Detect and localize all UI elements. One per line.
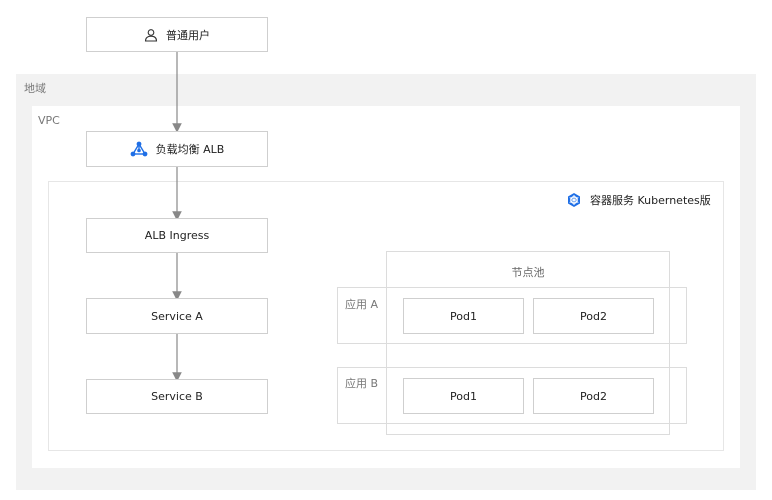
service-b-box[interactable]: Service B (86, 379, 268, 414)
user-icon (144, 28, 158, 42)
service-a-box[interactable]: Service A (86, 298, 268, 334)
user-box[interactable]: 普通用户 (86, 17, 268, 52)
app-b-label: 应用 B (345, 377, 379, 390)
alb-ingress-label: ALB Ingress (144, 229, 210, 242)
app-a-label: 应用 A (345, 298, 379, 311)
load-balancer-icon (130, 141, 148, 157)
app-a-container (337, 287, 687, 344)
alb-label: 负载均衡 ALB (155, 143, 225, 156)
app-b-container (337, 367, 687, 424)
user-label: 普通用户 (166, 28, 210, 42)
cluster-label-text: 容器服务 Kubernetes版 (590, 194, 711, 207)
service-a-label: Service A (151, 309, 203, 323)
kubernetes-icon (566, 192, 582, 208)
app-b-pod2[interactable]: Pod2 (533, 378, 654, 414)
alb-ingress-box[interactable]: ALB Ingress (86, 218, 268, 253)
app-b-pod1[interactable]: Pod1 (403, 378, 524, 414)
vpc-label: VPC (38, 114, 60, 127)
app-a-pod1[interactable]: Pod1 (403, 298, 524, 334)
alb-box[interactable]: 负载均衡 ALB (86, 131, 268, 167)
cluster-label: 容器服务 Kubernetes版 (566, 190, 711, 210)
app-a-pod2[interactable]: Pod2 (533, 298, 654, 334)
node-pool-label: 节点池 (511, 266, 545, 279)
service-b-label: Service B (151, 390, 203, 403)
region-label: 地域 (24, 82, 46, 95)
